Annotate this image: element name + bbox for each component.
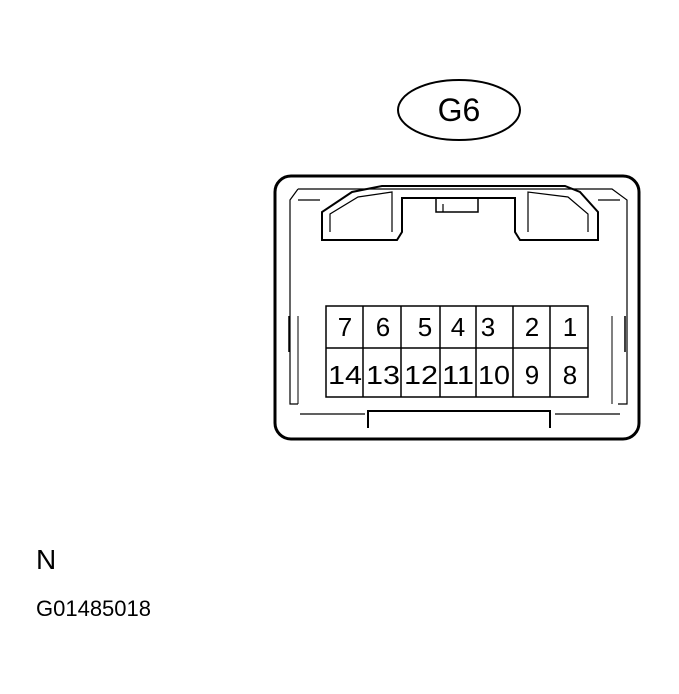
pin-grid	[325, 305, 589, 398]
pin-label: 6	[376, 312, 390, 342]
pin-label: 3	[481, 312, 495, 342]
pin-label: 10	[478, 360, 510, 390]
housing-inner-outline	[289, 188, 628, 405]
pin-label: 9	[525, 360, 539, 390]
housing-outer	[273, 174, 641, 441]
pin-grid-frame	[325, 305, 589, 398]
pin-label: 13	[366, 360, 400, 390]
connector-label: G6	[397, 79, 521, 141]
pin-label: 14	[328, 360, 362, 390]
pin-label: 11	[442, 360, 474, 390]
top-lock	[321, 185, 599, 241]
pin-label: 4	[451, 312, 465, 342]
pin-label: 2	[525, 312, 539, 342]
pin-label: 7	[338, 312, 352, 342]
pin-row-top: 7 6 5 4 3 2 1	[338, 312, 577, 342]
pin-label: 12	[404, 360, 438, 390]
pin-row-bottom: 14 13 12 11 10 9 8	[328, 360, 577, 390]
pin-label: 1	[563, 312, 577, 342]
bottom-slot	[367, 410, 551, 428]
top-lock-inner	[329, 191, 589, 232]
connector-label-ellipse	[397, 79, 521, 141]
pin-label: 8	[563, 360, 577, 390]
connector-housing	[273, 174, 641, 441]
connector-id: G6	[438, 92, 481, 128]
orientation-mark: N	[36, 544, 57, 575]
lock-tab	[435, 198, 479, 213]
figure-code: G01485018	[36, 596, 151, 621]
pin-label: 5	[418, 312, 432, 342]
